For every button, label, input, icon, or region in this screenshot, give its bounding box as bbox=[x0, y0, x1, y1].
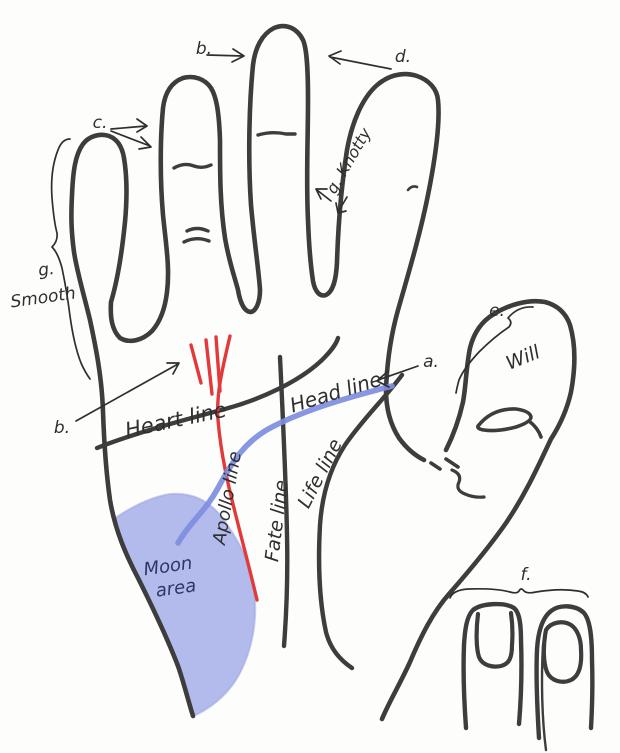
heart-line-path bbox=[94, 335, 341, 451]
thumb-eye-crease bbox=[476, 407, 543, 439]
index-finger-crease bbox=[406, 185, 419, 192]
brace-g-smooth bbox=[50, 138, 91, 380]
red-tick-2 bbox=[204, 338, 214, 396]
label-b-left: b. bbox=[54, 418, 70, 438]
label-e: e. bbox=[489, 301, 505, 321]
label-a: a. bbox=[423, 352, 439, 372]
label-b-top: b. bbox=[196, 39, 212, 59]
fingertip-right-outline bbox=[534, 604, 595, 741]
fingertip-right-double-stroke bbox=[540, 643, 548, 752]
middle-finger-crease bbox=[256, 131, 297, 137]
brace-e bbox=[455, 306, 534, 394]
hand-outline bbox=[69, 23, 577, 722]
label-life-line: Life line bbox=[293, 435, 346, 511]
label-g-smooth: Smooth bbox=[9, 284, 77, 313]
head-line-path bbox=[175, 383, 395, 546]
arrow-b-top bbox=[206, 48, 245, 63]
label-c: c. bbox=[93, 113, 108, 133]
arrow-knotty-up bbox=[315, 188, 332, 202]
arrow-c-upper bbox=[110, 118, 148, 133]
thumb-base-squiggle bbox=[450, 468, 486, 499]
label-g-letter: g. bbox=[37, 259, 56, 281]
label-heart-line: Heart line bbox=[123, 398, 229, 443]
label-f: f. bbox=[520, 565, 531, 585]
label-d: d. bbox=[395, 47, 411, 67]
red-tick-1 bbox=[189, 343, 203, 385]
thumb-web-dashes bbox=[429, 457, 460, 471]
ring-finger-crease-lower bbox=[182, 226, 211, 244]
fingertip-right-nail bbox=[541, 620, 584, 684]
annotation-arrows bbox=[50, 48, 589, 599]
arrow-knotty-down bbox=[335, 196, 348, 214]
arrow-c-lower bbox=[110, 130, 152, 150]
label-will: Will bbox=[503, 341, 544, 375]
life-line-path bbox=[316, 372, 405, 671]
fingertip-left-nail bbox=[474, 610, 515, 669]
fate-line-path bbox=[277, 354, 290, 649]
arrow-b-left bbox=[75, 362, 180, 422]
fingertip-left-outline bbox=[461, 601, 524, 731]
arrow-d bbox=[328, 50, 392, 70]
brace-f bbox=[449, 587, 589, 599]
arrow-a bbox=[376, 365, 419, 388]
ring-finger-crease-upper bbox=[172, 162, 213, 170]
